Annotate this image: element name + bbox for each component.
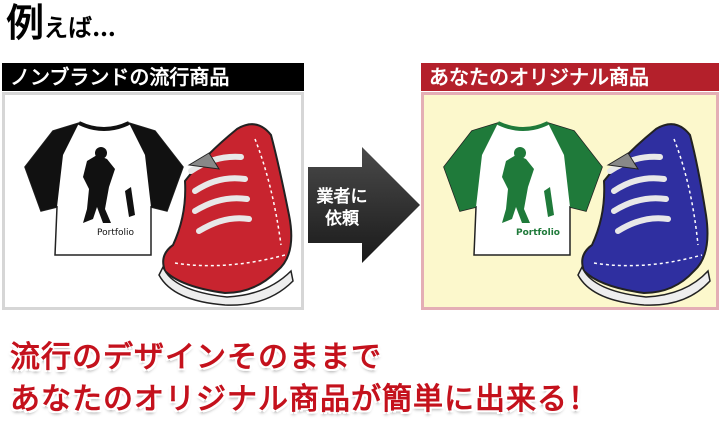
nonbrand-label: ノンブランドの流行商品	[2, 63, 304, 91]
nonbrand-products-illustration: Portfolio	[24, 121, 294, 306]
blue-sneaker-image	[577, 123, 711, 306]
red-sneaker-image	[158, 123, 294, 306]
tagline-line2: あなたのオリジナル商品が簡単に出来る！	[10, 382, 599, 417]
green-raglan-shirt-image: Portfolio	[443, 121, 603, 256]
original-label: あなたのオリジナル商品	[421, 63, 719, 91]
page-heading: 例えば…	[6, 4, 116, 42]
nonbrand-panel: Portfolio	[2, 92, 304, 310]
heading-main: 例	[6, 0, 45, 45]
black-raglan-shirt-image: Portfolio	[24, 121, 184, 256]
arrow-label-line2: 依頼	[325, 209, 359, 229]
original-panel: Portfolio	[421, 92, 719, 310]
shirt-logo-text: Portfolio	[516, 228, 560, 238]
original-products-illustration: Portfolio	[443, 121, 711, 306]
tagline-line1: 流行のデザインそのままで	[10, 340, 382, 375]
arrow-label-line1: 業者に	[316, 187, 368, 207]
heading-rest: えば…	[44, 13, 117, 42]
request-arrow	[308, 147, 420, 263]
shirt-logo-text: Portfolio	[97, 228, 135, 238]
arrow-label: 業者に 依頼	[312, 186, 372, 230]
